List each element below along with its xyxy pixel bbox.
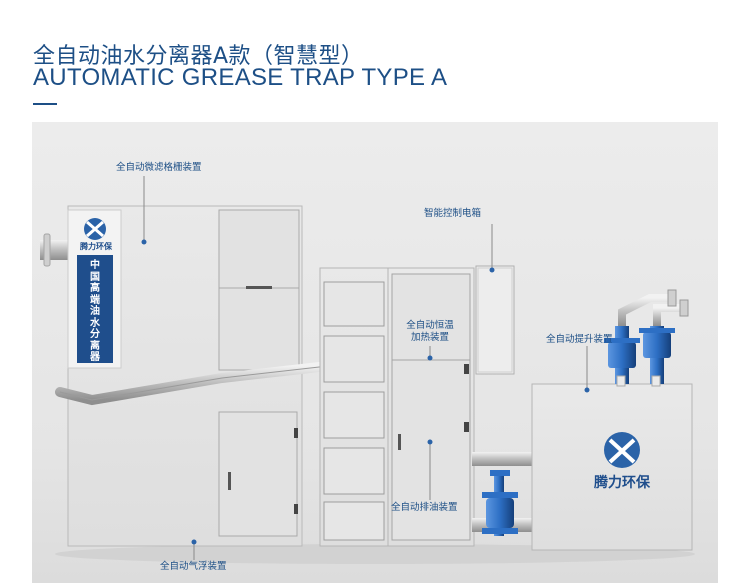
brand-panel-blue — [77, 255, 113, 363]
lift-unit-tank — [531, 383, 693, 551]
drawer — [323, 391, 385, 439]
drawer — [323, 501, 385, 541]
title-underline — [33, 103, 57, 105]
brand-logo-text: 腾力环保 — [80, 242, 112, 251]
panel-handle — [246, 286, 272, 289]
pump-left — [608, 342, 636, 368]
drawer — [323, 335, 385, 383]
hinge — [464, 422, 469, 432]
pump-right — [643, 332, 671, 358]
cabinet-panel-top — [218, 209, 300, 289]
callout-control-box: 智能控制电箱 — [424, 208, 482, 219]
inlet-flange — [43, 233, 51, 267]
pump-flange — [604, 338, 640, 343]
leader-dot — [427, 355, 433, 361]
outlet-pipe — [618, 294, 672, 326]
heating-door — [391, 359, 471, 541]
product-image: 腾力环保 中国高端油水分离器 腾力环保 全自动微滤格栅装置 智能控制电箱 全自动… — [32, 122, 718, 583]
brand-logo-x — [86, 220, 104, 238]
control-box — [475, 265, 515, 375]
callout-micro-filter: 全自动微滤格栅装置 — [116, 162, 202, 173]
leader-dot — [141, 239, 147, 245]
valve-flange — [482, 528, 518, 534]
grease-trap-illustration — [40, 176, 695, 564]
valve-body — [486, 498, 514, 528]
pipe-flange — [667, 289, 677, 307]
page-title-chinese: 全自动油水分离器A款（智慧型） — [33, 44, 364, 69]
callout-air-float: 全自动气浮装置 — [160, 561, 227, 572]
heating-panel — [391, 273, 471, 361]
pump-flange — [639, 328, 675, 333]
leader-dot — [584, 387, 590, 393]
brand-vertical-text: 中国高端油水分离器 — [90, 260, 100, 363]
drawer — [323, 447, 385, 495]
leader-dot — [489, 267, 495, 273]
leader-dot — [191, 539, 197, 545]
lift-logo-x — [608, 438, 636, 464]
callout-heating-line2: 加热装置 — [410, 332, 449, 343]
pump-base — [651, 375, 661, 387]
door-lock — [228, 472, 231, 490]
cabinet-door — [218, 411, 298, 537]
pipe-flange — [679, 299, 689, 317]
callout-heating-line1: 全自动恒温 — [406, 320, 454, 331]
callout-oil-drain: 全自动排油装置 — [391, 502, 458, 513]
control-box-frame — [477, 267, 513, 373]
drawer — [323, 281, 385, 327]
hinge — [294, 428, 298, 438]
overflow-pipe-edge — [59, 365, 329, 401]
callout-lifting: 全自动提升装置 — [546, 334, 613, 345]
valve-flange — [482, 492, 518, 498]
valve-handwheel — [490, 470, 510, 476]
hinge — [294, 504, 298, 514]
pump-base — [616, 375, 626, 387]
outlet-pipe — [653, 304, 684, 326]
leader-dot — [427, 439, 433, 445]
page-title-english: AUTOMATIC GREASE TRAP TYPE A — [33, 64, 448, 91]
callout-heating: 全自动恒温 加热装置 — [398, 320, 462, 344]
connect-pipe-upper — [472, 452, 538, 466]
door-lock — [398, 434, 401, 450]
lift-logo-text: 腾力环保 — [594, 475, 650, 491]
cabinet-panel-mid — [218, 287, 300, 371]
hinge — [464, 364, 469, 374]
